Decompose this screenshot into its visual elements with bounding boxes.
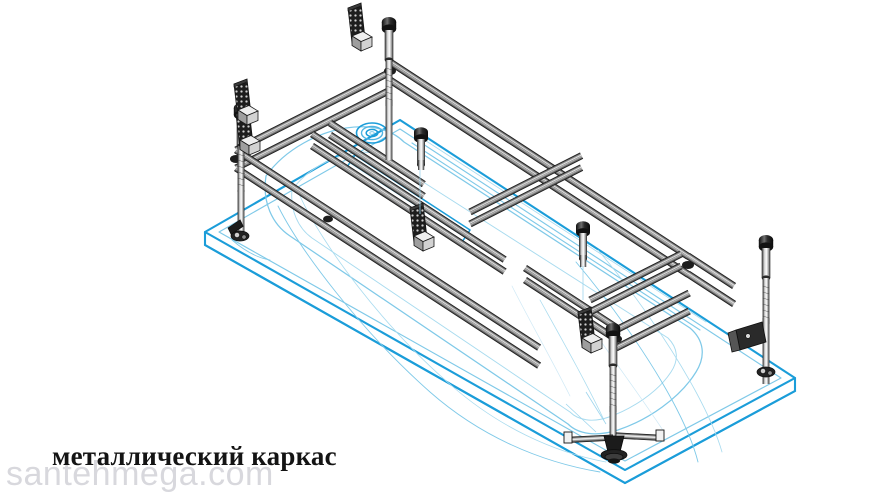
leg-rod-extensions: [237, 100, 770, 462]
leg-group: [233, 16, 774, 413]
base-clamp-group: [227, 219, 776, 378]
foot-cross-brace: [563, 429, 665, 464]
bracket-wall-right: [727, 321, 767, 353]
metal-frame: [230, 58, 737, 370]
frame-rail-left-short: [233, 146, 331, 232]
frame-cross-rail-2: [468, 152, 584, 228]
frame-centre-spine: [309, 130, 508, 275]
leg-foot-right: [758, 234, 774, 325]
tub-basin-outline: [264, 126, 703, 435]
figure-caption: металлический каркас: [52, 441, 337, 471]
bathtub-outline: [203, 118, 797, 485]
construction-lines: [419, 170, 607, 433]
leg-foot-left: [605, 322, 621, 413]
site-watermark: santehmega.com: [6, 455, 274, 493]
tub-front-fold: [277, 205, 601, 473]
frame-rail-near: [325, 206, 542, 370]
frame-rail-right-long: [685, 253, 737, 308]
